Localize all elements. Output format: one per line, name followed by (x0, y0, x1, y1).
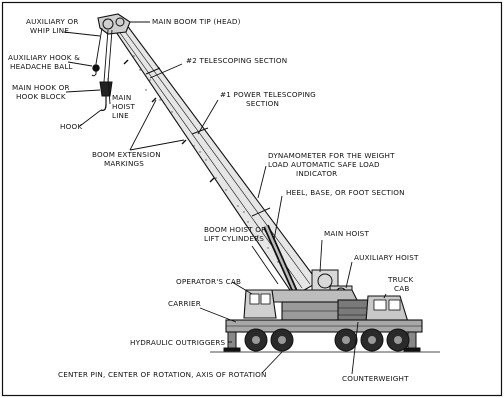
label-aux-hook-2: HEADACHE BALL (10, 62, 73, 71)
lift-cylinder (263, 224, 299, 296)
main-hook-block (99, 81, 113, 112)
label-heel: HEEL, BASE, OR FOOT SECTION (286, 188, 405, 197)
label-main-hook-2: HOOK BLOCK (16, 92, 66, 101)
label-telescoping-2: #2 TELESCOPING SECTION (186, 56, 287, 65)
label-hook: HOOK (60, 122, 82, 131)
label-boom-tip: MAIN BOOM TIP (HEAD) (152, 17, 241, 26)
label-main-hook-1: MAIN HOOK OR (12, 83, 70, 92)
carrier-wheels (244, 328, 410, 352)
label-main-hoist-line-3: LINE (112, 111, 129, 120)
counterweight (337, 299, 369, 323)
label-telescoping-1-b: SECTION (246, 99, 279, 108)
truck-cab (365, 295, 409, 323)
label-outriggers: HYDRAULIC OUTRIGGERS (130, 338, 226, 347)
label-main-hoist-line-2: HOIST (112, 102, 136, 111)
operators-cab (243, 289, 277, 319)
main-hoist-line (103, 29, 109, 83)
label-dyn-1: DYNAMOMETER FOR THE WEIGHT (268, 151, 395, 160)
label-boom-hoist-2: LIFT CYLINDERS (204, 234, 264, 243)
label-center-pin: CENTER PIN, CENTER OF ROTATION, AXIS OF … (58, 370, 267, 379)
hydraulic-outriggers (223, 331, 421, 352)
boom-tip-head (97, 13, 131, 35)
label-dyn-2: LOAD AUTOMATIC SAFE LOAD (268, 160, 380, 169)
leader-lines (63, 21, 387, 375)
label-aux-hook-1: AUXILIARY HOOK & (8, 53, 80, 62)
label-truck-cab-1: TRUCK (387, 275, 413, 284)
label-boom-ext-1: BOOM EXTENSION (92, 150, 161, 159)
labels: AUXILIARY OR WHIP LINE AUXILIARY HOOK & … (8, 17, 419, 383)
label-dyn-3: INDICATOR (296, 169, 337, 178)
label-main-hoist-line-1: MAIN (112, 93, 131, 102)
label-boom-hoist-1: BOOM HOIST OR (204, 225, 266, 234)
label-counterweight: COUNTERWEIGHT (342, 374, 409, 383)
label-aux-hoist: AUXILIARY HOIST (354, 253, 419, 262)
headache-ball (91, 64, 100, 77)
label-aux-line-1: AUXILIARY OR (26, 17, 79, 26)
label-main-hoist: MAIN HOIST (324, 229, 369, 238)
label-telescoping-1-a: #1 POWER TELESCOPING (220, 90, 316, 99)
auxiliary-whip-line (95, 27, 103, 65)
label-boom-ext-2: MARKINGS (104, 159, 144, 168)
label-operators-cab: OPERATOR'S CAB (176, 277, 241, 286)
label-aux-line-2: WHIP LINE (30, 26, 69, 35)
label-truck-cab-2: CAB (394, 284, 409, 293)
label-carrier: CARRIER (168, 299, 201, 308)
